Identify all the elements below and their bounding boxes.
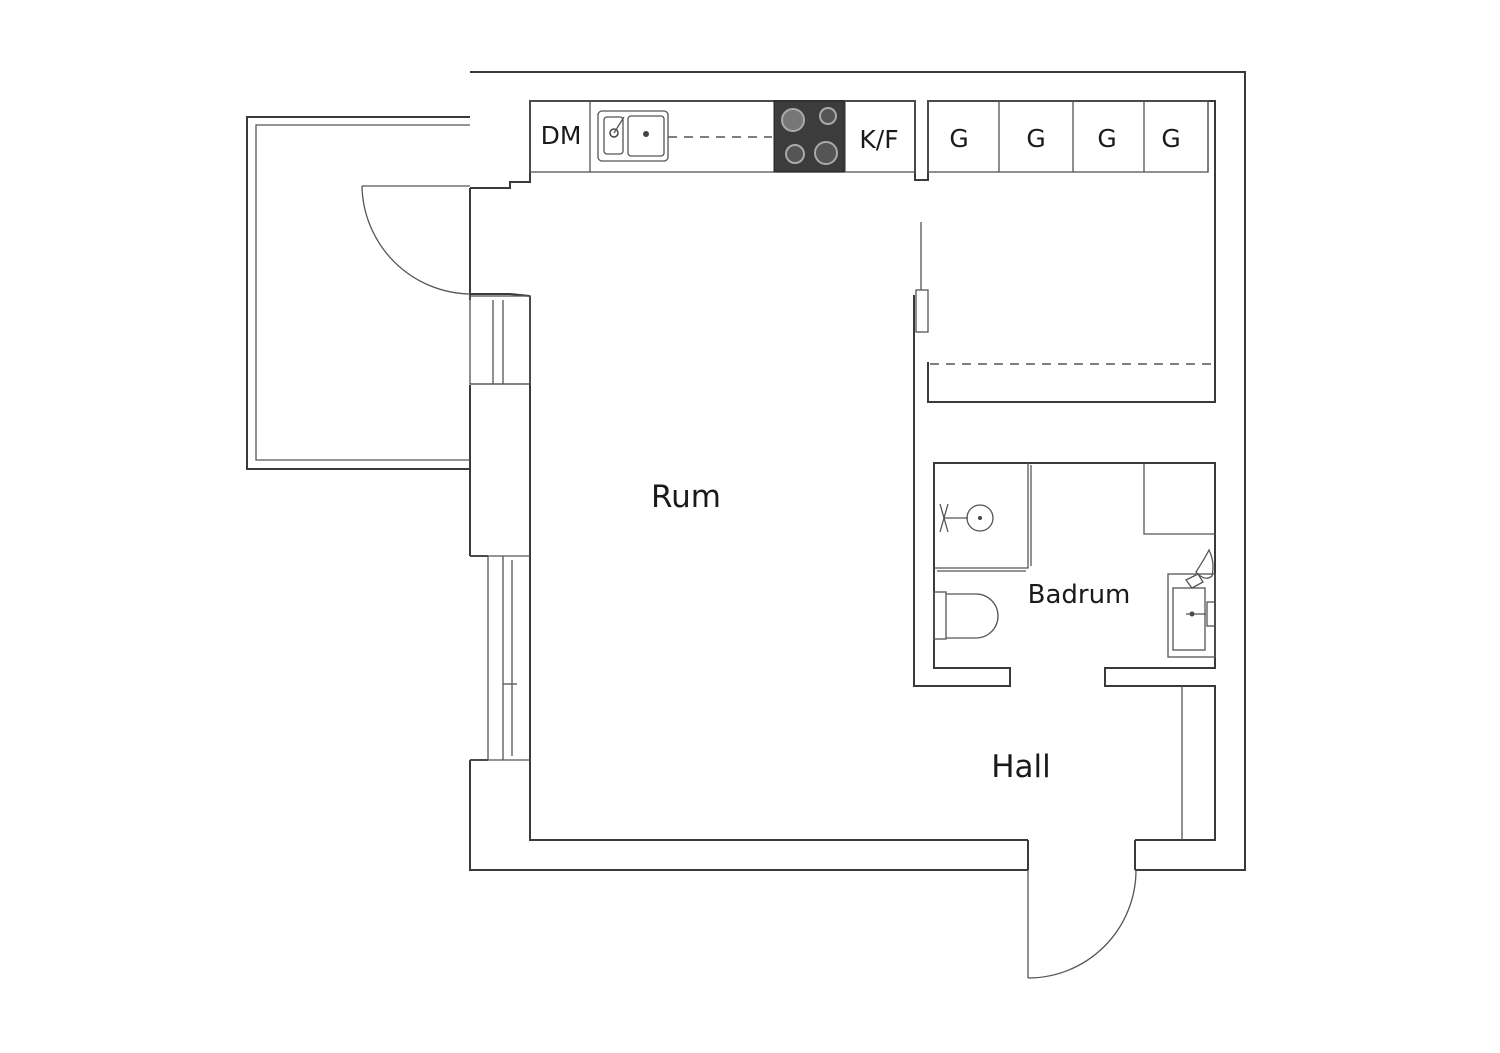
wardrobe-label: G (1161, 124, 1180, 153)
window-lower (470, 555, 530, 761)
kitchen-counter (529, 100, 916, 173)
room-label-hall: Hall (991, 749, 1051, 785)
room-label-badrum: Badrum (1028, 580, 1131, 610)
shower (934, 463, 1032, 572)
walls (469, 71, 1246, 871)
washbasin (1167, 548, 1216, 658)
wardrobe-label: G (1026, 124, 1045, 153)
stove (773, 100, 845, 173)
wardrobe-label: G (1097, 124, 1116, 153)
window-upper (469, 295, 531, 385)
toilet (933, 591, 999, 640)
laundry-space (1143, 463, 1215, 535)
sleeping-alcove (915, 222, 1215, 365)
wardrobe-row (927, 100, 1209, 173)
entrance-door (1027, 869, 1137, 979)
wardrobe-label: G (949, 124, 968, 153)
room-label-rum: Rum (651, 479, 721, 515)
sink (597, 110, 669, 162)
balcony (246, 116, 470, 470)
dishwasher-label: DM (541, 121, 582, 150)
fridge-freezer-label: K/F (859, 125, 898, 154)
balcony-door (361, 185, 531, 297)
